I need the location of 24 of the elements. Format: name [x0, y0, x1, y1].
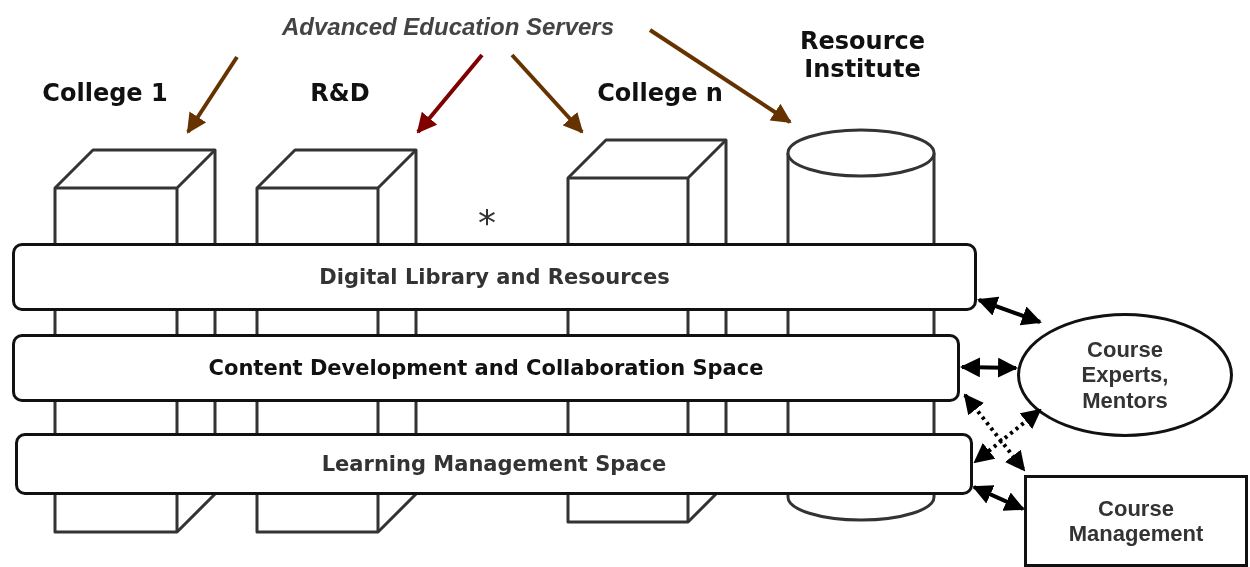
arrow [648, 28, 792, 124]
band-label: Content Development and Collaboration Space [208, 356, 764, 380]
arrow [960, 357, 1018, 378]
arrow [186, 55, 239, 134]
node-label: Course Management [1067, 495, 1205, 547]
arrow [963, 393, 1026, 472]
note-mark: * [478, 205, 496, 241]
band-label: Digital Library and Resources [319, 265, 670, 289]
arrow [510, 53, 584, 134]
arrow [973, 408, 1042, 464]
node-heading: Resource Institute [799, 28, 926, 84]
arrow [972, 485, 1025, 511]
layer-band [12, 243, 977, 311]
layer-band [12, 334, 960, 402]
layer-band [15, 433, 973, 495]
node-heading: College 1 [41, 80, 169, 108]
process-box [1024, 475, 1248, 567]
arrow [977, 296, 1042, 326]
node-label: Course Experts, Mentors [1080, 337, 1170, 413]
node-heading: R&D [309, 80, 371, 108]
arrow [416, 53, 484, 134]
heading-text: Advanced Education Servers [262, 8, 634, 46]
band-label: Learning Management Space [321, 452, 667, 476]
node-heading: College n [596, 80, 724, 108]
